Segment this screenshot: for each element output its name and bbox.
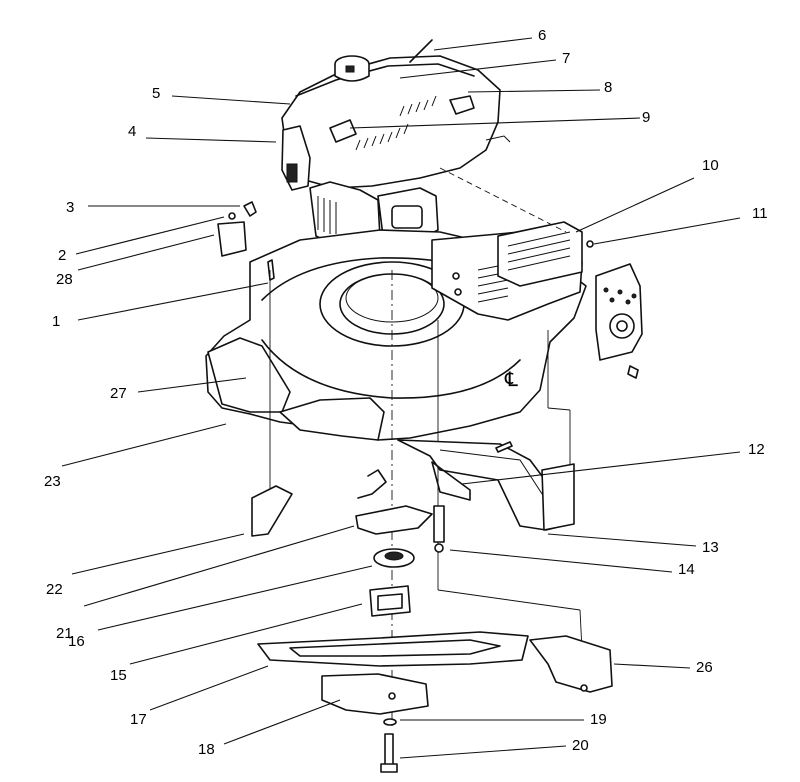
callout-6: 6 bbox=[538, 27, 546, 44]
centerline-symbol: ℄ bbox=[504, 367, 518, 391]
callout-11: 11 bbox=[752, 205, 768, 222]
callout-19: 19 bbox=[590, 711, 607, 728]
callout-1: 1 bbox=[52, 313, 60, 330]
rear-shield bbox=[541, 463, 575, 531]
callout-26: 26 bbox=[696, 659, 713, 676]
callout-4: 4 bbox=[128, 123, 136, 140]
callout-labels: 1 2 3 4 5 6 7 8 9 10 11 12 13 14 15 16 1… bbox=[44, 27, 768, 758]
callout-9: 9 bbox=[642, 109, 650, 126]
callout-18: 18 bbox=[198, 741, 215, 758]
callout-13: 13 bbox=[702, 539, 719, 556]
mower-deck-housing bbox=[205, 221, 594, 441]
blade-stack bbox=[257, 469, 613, 773]
callout-3: 3 bbox=[66, 199, 74, 216]
side-hardware bbox=[217, 201, 275, 281]
callout-5: 5 bbox=[152, 85, 160, 102]
callout-8: 8 bbox=[604, 79, 612, 96]
callout-28: 28 bbox=[56, 271, 73, 288]
callout-21: 21 bbox=[56, 625, 73, 642]
engine-assembly bbox=[281, 39, 511, 247]
callout-15: 15 bbox=[110, 667, 127, 684]
callout-14: 14 bbox=[678, 561, 695, 578]
callout-16: 16 bbox=[68, 633, 85, 650]
callout-17: 17 bbox=[130, 711, 147, 728]
callout-20: 20 bbox=[572, 737, 589, 754]
callout-12: 12 bbox=[748, 441, 765, 458]
callout-27: 27 bbox=[110, 385, 127, 402]
callout-10: 10 bbox=[702, 157, 719, 174]
leader-lines bbox=[61, 37, 741, 759]
callout-7: 7 bbox=[562, 50, 570, 67]
callout-22: 22 bbox=[46, 581, 63, 598]
rear-bracket-plate bbox=[595, 263, 643, 379]
callout-23: 23 bbox=[44, 473, 61, 490]
fuel-cap bbox=[334, 55, 370, 82]
callout-2: 2 bbox=[58, 247, 66, 264]
deflector-clip bbox=[251, 485, 293, 537]
